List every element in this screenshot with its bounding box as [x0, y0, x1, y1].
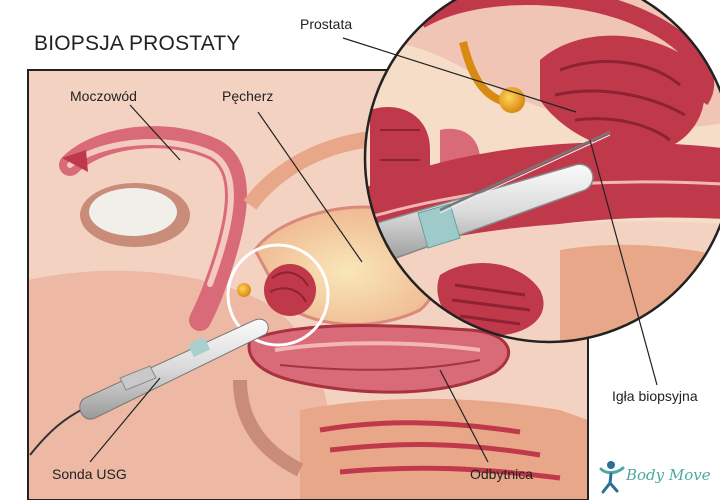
- person-figure-icon: [599, 461, 625, 494]
- body-move-logo: Body Move: [598, 460, 718, 494]
- leader-lines: [89, 37, 658, 463]
- zoom-circle-border: [363, 0, 720, 344]
- highlight-circle: [226, 243, 330, 347]
- usg-probe: [29, 318, 269, 456]
- label-sonda-usg: Sonda USG: [52, 466, 127, 482]
- label-pecherz: Pęcherz: [222, 88, 274, 104]
- label-moczowod: Moczowód: [70, 88, 137, 104]
- label-odbytnica: Odbytnica: [470, 466, 534, 482]
- label-igla-biopsyjna: Igła biopsyjna: [612, 388, 698, 404]
- label-prostata: Prostata: [300, 16, 353, 32]
- diagram-title: BIOPSJA PROSTATY: [34, 32, 241, 55]
- logo-text: Body Move: [626, 466, 711, 484]
- rectum: [247, 324, 511, 394]
